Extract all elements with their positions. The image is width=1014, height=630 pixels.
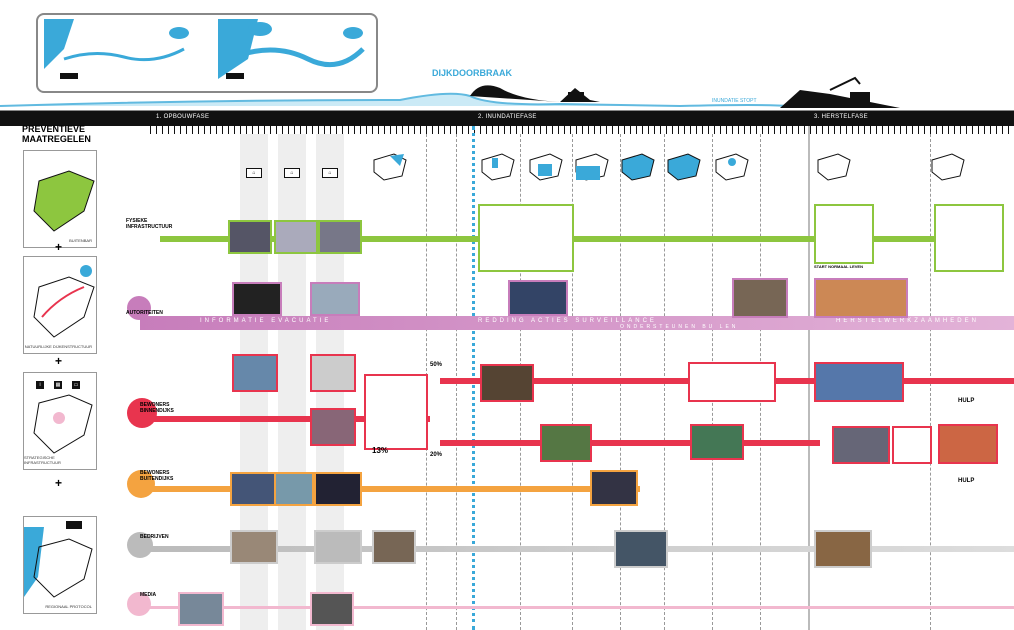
timeline-ticks bbox=[150, 126, 1014, 134]
photo-thumb bbox=[310, 354, 356, 392]
row-label-business: BEDRIJVEN bbox=[140, 534, 169, 540]
house-icon-3: ⌂ bbox=[322, 168, 338, 178]
photo-thumb bbox=[318, 220, 362, 254]
plus-sign-2: + bbox=[55, 354, 63, 368]
authority-band bbox=[140, 316, 1014, 330]
phase-3-label: 3. HERSTELFASE bbox=[814, 114, 868, 120]
photo-thumb bbox=[508, 280, 568, 316]
photo-thumb bbox=[480, 364, 534, 402]
residents-outside-line bbox=[150, 486, 640, 492]
residents-inside-circle bbox=[127, 398, 157, 428]
residents-inside-line-lower bbox=[440, 440, 820, 446]
residents-outside-circle bbox=[127, 470, 155, 498]
photo-thumb bbox=[814, 278, 908, 318]
row-label-media: MEDIA bbox=[140, 592, 157, 598]
percentage-13: 13% bbox=[372, 446, 389, 455]
timeline-map-5 bbox=[621, 153, 655, 181]
start-normal-life-label: START NORMAAL LEVEN bbox=[814, 264, 863, 269]
media-line bbox=[150, 606, 1014, 609]
timeline-map-2 bbox=[481, 153, 515, 181]
photo-thumb bbox=[232, 354, 278, 392]
evacuation-route-map bbox=[364, 374, 428, 450]
sidebar-title: PREVENTIEVE MAATREGELEN bbox=[22, 124, 91, 144]
timeline-map-8 bbox=[817, 153, 851, 181]
business-circle bbox=[127, 532, 153, 558]
photo-thumb bbox=[310, 592, 354, 626]
photo-thumb bbox=[228, 220, 272, 254]
photo-thumb bbox=[230, 530, 278, 564]
timeline-map-6 bbox=[667, 153, 701, 181]
help-label-1: HULP bbox=[958, 398, 975, 404]
map-infrastructure: i ▦ ▭ STRATEGISCHE INFRASTRUCTUUR bbox=[23, 372, 97, 470]
timeline-map-4 bbox=[575, 153, 609, 181]
gray-column-2 bbox=[278, 134, 306, 630]
photo-thumb bbox=[688, 362, 776, 402]
phase-2-label: 2. INUNDATIEFASE bbox=[478, 114, 537, 120]
overview-map-after bbox=[218, 19, 365, 79]
photo-thumb bbox=[938, 424, 998, 464]
calendar-icon: ▦ bbox=[54, 381, 62, 389]
info-icon: i bbox=[36, 381, 44, 389]
photo-thumb bbox=[690, 424, 744, 460]
photo-thumb bbox=[732, 278, 788, 318]
final-map bbox=[934, 204, 1004, 272]
photo-thumb bbox=[314, 472, 362, 506]
map-dike-structure: NATUURLIJKE DIJKENSTRUCTUUR bbox=[23, 256, 97, 354]
tv-icon: ▭ bbox=[72, 381, 80, 389]
authority-band-text-mid: REDDING ACTIES SURVEILLANCE bbox=[478, 318, 657, 324]
row-label-authorities: AUTORITEITEN bbox=[126, 310, 163, 316]
phase-timeline-bar: 1. OPBOUWFASE 2. INUNDATIEFASE 3. HERSTE… bbox=[0, 112, 1014, 126]
percentage-20: 20% bbox=[430, 452, 443, 458]
row-label-residents-inside: BEWONERS BINNENDIJKS bbox=[140, 402, 174, 414]
overview-map-panel bbox=[36, 13, 378, 93]
timeline-map-1 bbox=[373, 153, 407, 181]
photo-thumb bbox=[274, 472, 314, 506]
authority-band-text-left: INFORMATIE EVACUATIE bbox=[200, 318, 332, 324]
photo-thumb bbox=[232, 282, 282, 316]
residents-inside-line bbox=[150, 416, 430, 422]
photo-thumb bbox=[178, 592, 224, 626]
recovery-map bbox=[814, 204, 874, 264]
timeline-map-9 bbox=[931, 153, 965, 181]
photo-thumb bbox=[590, 470, 638, 506]
dike-breach-label: DIJKDOORBRAAK bbox=[432, 68, 513, 78]
house-icon-1: ⌂ bbox=[246, 168, 262, 178]
authority-circle bbox=[127, 296, 151, 320]
photo-thumb bbox=[310, 408, 356, 446]
house-icon-2: ⌂ bbox=[284, 168, 300, 178]
inundation-stop-label: INUNDATIE STOPT bbox=[712, 98, 757, 104]
percentage-50: 50% bbox=[430, 362, 443, 368]
infrastructure-status-map bbox=[478, 204, 574, 272]
photo-thumb bbox=[230, 472, 276, 506]
plus-sign-1: + bbox=[55, 240, 63, 254]
phase-1-label: 1. OPBOUWFASE bbox=[156, 114, 210, 120]
authority-band-text-mid2: ONDERSTEUNEN BU LEN bbox=[620, 324, 739, 330]
map-buitenbar: BUITENBAR bbox=[23, 150, 97, 248]
timeline-map-7 bbox=[715, 153, 749, 181]
photo-thumb bbox=[814, 530, 872, 568]
photo-thumb bbox=[372, 530, 416, 564]
authority-band-text-right: HERSTELWERKZAAMHEDEN bbox=[836, 318, 979, 324]
map-regional-protocol: REGIONAAL PROTOCOL bbox=[23, 516, 97, 614]
photo-thumb bbox=[540, 424, 592, 462]
help-label-2: HULP bbox=[958, 478, 975, 484]
media-circle bbox=[127, 592, 151, 616]
photo-thumb bbox=[814, 362, 904, 402]
infrastructure-line bbox=[160, 236, 990, 242]
timeline-map-3 bbox=[529, 153, 563, 181]
photo-thumb bbox=[314, 530, 362, 564]
photo-thumb bbox=[310, 282, 360, 316]
overview-map-before bbox=[44, 19, 189, 79]
photo-thumb bbox=[892, 426, 932, 464]
photo-thumb bbox=[614, 530, 668, 568]
row-label-residents-outside: BEWONERS BUITENDIJKS bbox=[140, 470, 174, 482]
photo-thumb bbox=[274, 220, 318, 254]
row-label-infrastructure: FYSIEKE INFRASTRUCTUUR bbox=[126, 218, 173, 230]
photo-thumb bbox=[832, 426, 890, 464]
business-line bbox=[150, 546, 1014, 552]
plus-sign-3: + bbox=[55, 476, 63, 490]
